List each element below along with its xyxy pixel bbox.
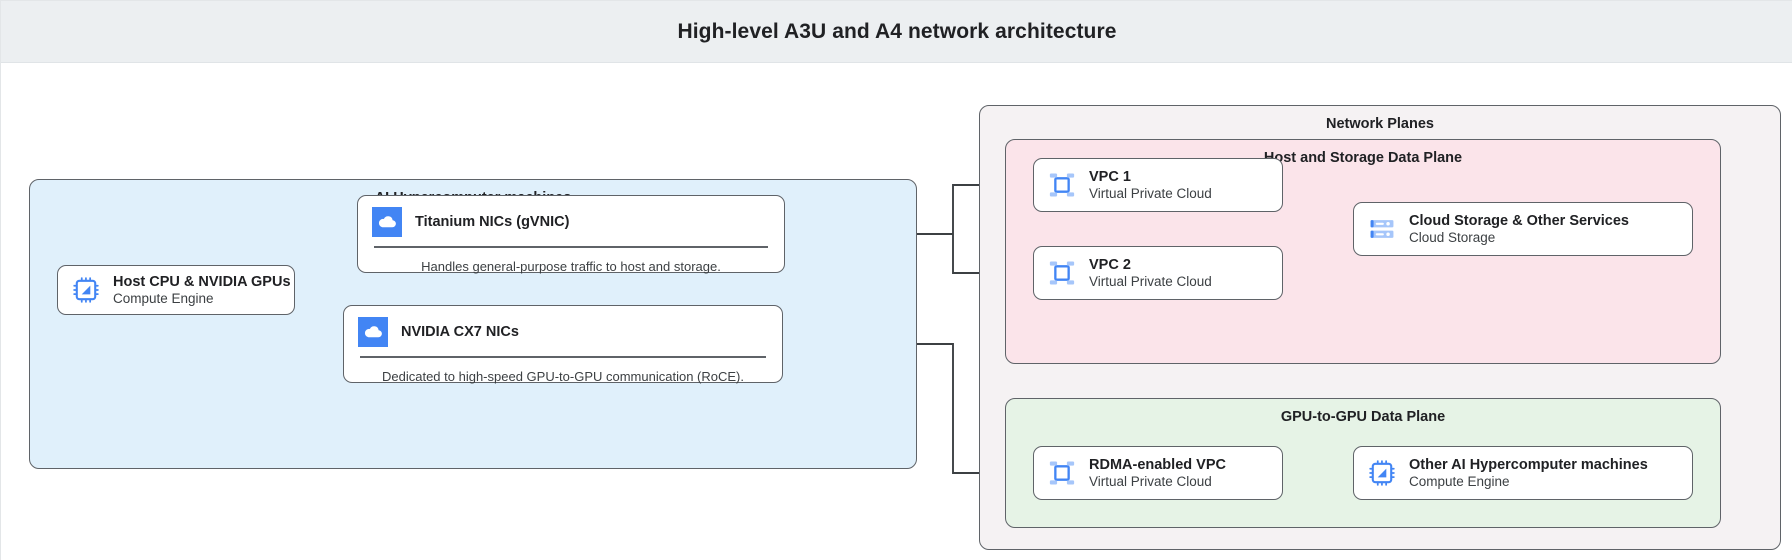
node-description: Handles general-purpose traffic to host … — [421, 258, 721, 274]
node-vpc-2[interactable]: VPC 2 Virtual Private Cloud — [1033, 246, 1283, 300]
vpc-icon — [1049, 261, 1075, 285]
node-subtitle: Compute Engine — [1409, 474, 1510, 489]
node-vpc-1[interactable]: VPC 1 Virtual Private Cloud — [1033, 158, 1283, 212]
cpu-chip-icon — [73, 277, 99, 303]
vpc-icon — [1049, 173, 1075, 197]
node-rdma-enabled-vpc[interactable]: RDMA-enabled VPC Virtual Private Cloud — [1033, 446, 1283, 500]
group-title-gpu-plane: GPU-to-GPU Data Plane — [1280, 409, 1446, 425]
node-nvidia-cx7-nics[interactable]: NVIDIA CX7 NICs Dedicated to high-speed … — [343, 305, 783, 384]
node-title: VPC 1 — [1089, 169, 1131, 185]
node-subtitle: Virtual Private Cloud — [1089, 186, 1212, 201]
node-other-ai-hypercomputer-machines[interactable]: Other AI Hypercomputer machines Compute … — [1353, 446, 1693, 500]
card-divider — [374, 246, 768, 248]
node-title: Host CPU & NVIDIA GPUs — [113, 274, 291, 290]
node-subtitle: Cloud Storage — [1409, 230, 1496, 245]
node-title: RDMA-enabled VPC — [1089, 457, 1226, 473]
group-title-host-plane: Host and Storage Data Plane — [1263, 150, 1463, 166]
node-title: VPC 2 — [1089, 257, 1131, 273]
node-title: Other AI Hypercomputer machines — [1409, 457, 1648, 473]
group-title-network-planes: Network Planes — [1326, 116, 1434, 132]
title-bar: High-level A3U and A4 network architectu… — [1, 1, 1792, 63]
vpc-icon — [1049, 461, 1075, 485]
node-subtitle: Virtual Private Cloud — [1089, 474, 1212, 489]
diagram-canvas: AI Hypercomputer machines Network Planes… — [1, 63, 1792, 560]
storage-icon — [1370, 220, 1394, 238]
node-title: Cloud Storage & Other Services — [1409, 213, 1629, 229]
page-title: High-level A3U and A4 network architectu… — [677, 19, 1117, 43]
cloud-icon — [358, 317, 388, 347]
node-subtitle: Virtual Private Cloud — [1089, 274, 1212, 289]
node-subtitle: Compute Engine — [113, 291, 214, 306]
cloud-icon — [372, 207, 402, 237]
node-title: NVIDIA CX7 NICs — [401, 324, 519, 340]
node-title: Titanium NICs (gVNIC) — [415, 214, 570, 230]
card-divider — [360, 356, 766, 358]
node-host-cpu-gpus[interactable]: Host CPU & NVIDIA GPUs Compute Engine — [57, 265, 295, 315]
cpu-chip-icon — [1369, 460, 1395, 486]
node-cloud-storage[interactable]: Cloud Storage & Other Services Cloud Sto… — [1353, 202, 1693, 256]
node-description: Dedicated to high-speed GPU-to-GPU commu… — [382, 368, 744, 384]
node-titanium-nics[interactable]: Titanium NICs (gVNIC) Handles general-pu… — [357, 195, 785, 274]
